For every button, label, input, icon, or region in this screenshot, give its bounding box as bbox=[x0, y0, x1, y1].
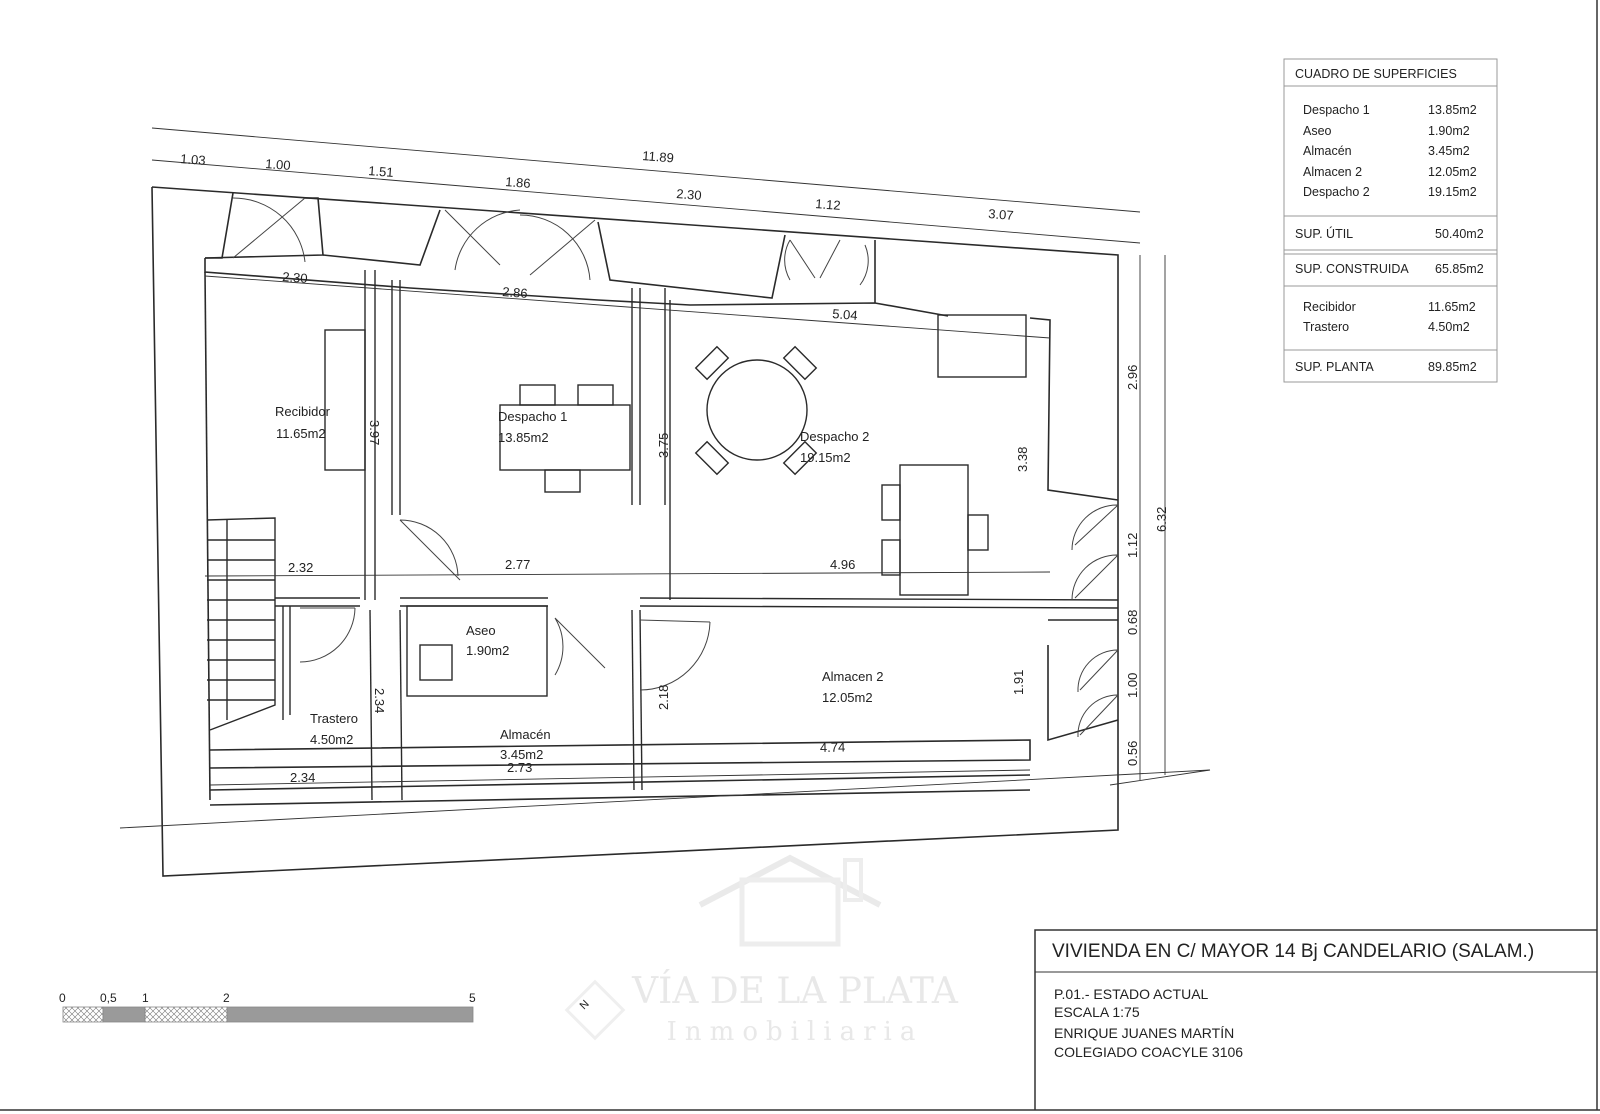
dim-right-1: 2.96 bbox=[1125, 365, 1140, 390]
surface-row-name: Trastero bbox=[1303, 320, 1349, 334]
dim-top-2: 1.00 bbox=[265, 156, 291, 173]
scale-label-5: 5 bbox=[469, 991, 476, 1005]
surface-table: CUADRO DE SUPERFICIES Despacho 1 13.85m2… bbox=[1283, 58, 1498, 383]
dim-total-top: 11.89 bbox=[642, 148, 675, 165]
room-despacho2-area: 19.15m2 bbox=[800, 450, 851, 465]
surface-row-value: 11.65m2 bbox=[1428, 300, 1476, 314]
room-despacho1-area: 13.85m2 bbox=[498, 430, 549, 445]
watermark-line1: VÍA DE LA PLATA bbox=[631, 970, 959, 1012]
scale-label-1: 1 bbox=[142, 991, 149, 1005]
dim-v-almacen: 2.18 bbox=[656, 685, 671, 710]
dim-mid-2: 2.77 bbox=[505, 557, 530, 572]
sup-construida-label: SUP. CONSTRUIDA bbox=[1295, 262, 1409, 276]
dimension-lines bbox=[119, 127, 1211, 829]
stair-steps bbox=[207, 520, 275, 720]
surface-table-title: CUADRO DE SUPERFICIES bbox=[1295, 67, 1457, 81]
dim-v-recibidor: 3.97 bbox=[367, 420, 382, 445]
surface-row-value: 1.90m2 bbox=[1428, 124, 1470, 138]
dim-inner-3: 5.04 bbox=[832, 306, 858, 323]
dim-top-5: 2.30 bbox=[676, 186, 702, 203]
door-swings bbox=[232, 197, 1119, 738]
dim-mid-3: 4.96 bbox=[830, 557, 855, 572]
dim-right-3: 0.68 bbox=[1125, 610, 1140, 635]
dim-top-6: 1.12 bbox=[815, 196, 841, 213]
surface-row-value: 13.85m2 bbox=[1428, 103, 1477, 117]
title-block-line3: ENRIQUE JUANES MARTÍN bbox=[1054, 1025, 1234, 1041]
dim-top-7: 3.07 bbox=[988, 206, 1014, 223]
sup-planta-value: 89.85m2 bbox=[1428, 360, 1477, 374]
room-almacen-name: Almacén bbox=[500, 727, 551, 742]
scale-label-2: 2 bbox=[223, 991, 230, 1005]
room-trastero-name: Trastero bbox=[310, 711, 358, 726]
scale-label-0-5: 0,5 bbox=[100, 991, 117, 1005]
dim-bottom-1: 2.34 bbox=[290, 770, 315, 785]
dim-top-3: 1.51 bbox=[368, 163, 394, 180]
room-despacho2-name: Despacho 2 bbox=[800, 429, 869, 444]
dim-top-4: 1.86 bbox=[505, 174, 531, 191]
interior-walls bbox=[206, 270, 1119, 801]
surface-row-value: 4.50m2 bbox=[1428, 320, 1470, 334]
dim-bottom-2: 2.73 bbox=[507, 760, 532, 775]
surface-row-name: Aseo bbox=[1303, 124, 1332, 138]
watermark-line2: Inmobiliaria bbox=[667, 1017, 924, 1047]
room-aseo-area: 1.90m2 bbox=[466, 643, 509, 658]
title-block-title: VIVIENDA EN C/ MAYOR 14 Bj CANDELARIO (S… bbox=[1052, 941, 1534, 962]
title-block: VIVIENDA EN C/ MAYOR 14 Bj CANDELARIO (S… bbox=[1034, 929, 1597, 1110]
room-despacho1-name: Despacho 1 bbox=[498, 409, 567, 424]
dimension-labels: 11.89 1.03 1.00 1.51 1.86 2.30 1.12 3.07… bbox=[180, 148, 1169, 785]
title-block-line1: P.01.- ESTADO ACTUAL bbox=[1054, 986, 1209, 1002]
dim-inner-2: 2.86 bbox=[502, 284, 528, 301]
dim-mid-1: 2.32 bbox=[288, 560, 313, 575]
surface-row-value: 19.15m2 bbox=[1428, 185, 1477, 199]
surface-row-value: 3.45m2 bbox=[1428, 144, 1470, 158]
room-labels: Recibidor 11.65m2 Despacho 1 13.85m2 Des… bbox=[275, 404, 883, 762]
north-arrow-icon: N bbox=[578, 998, 592, 1012]
dim-v-despacho1: 3.75 bbox=[656, 433, 671, 458]
surface-row-name: Almacén bbox=[1303, 144, 1352, 158]
surface-row-value: 12.05m2 bbox=[1428, 165, 1477, 179]
surface-row-name: Recibidor bbox=[1303, 300, 1356, 314]
sup-construida-value: 65.85m2 bbox=[1435, 262, 1484, 276]
room-almacen-area: 3.45m2 bbox=[500, 747, 543, 762]
scale-bar: 0 0,5 1 2 5 bbox=[59, 991, 476, 1023]
north-label: N bbox=[578, 998, 592, 1012]
sup-util-value: 50.40m2 bbox=[1435, 227, 1484, 241]
surface-row-name: Despacho 1 bbox=[1303, 103, 1370, 117]
scale-label-0: 0 bbox=[59, 991, 66, 1005]
title-block-line2: ESCALA 1:75 bbox=[1054, 1004, 1140, 1020]
sup-util-label: SUP. ÚTIL bbox=[1295, 226, 1353, 241]
dim-right-5: 0.56 bbox=[1125, 741, 1140, 766]
dim-right-total: 6.32 bbox=[1154, 507, 1169, 532]
room-trastero-area: 4.50m2 bbox=[310, 732, 353, 747]
room-almacen2-name: Almacen 2 bbox=[822, 669, 883, 684]
surface-row-name: Despacho 2 bbox=[1303, 185, 1370, 199]
dim-v-trastero: 2.34 bbox=[372, 688, 387, 713]
dim-top-1: 1.03 bbox=[180, 151, 206, 168]
title-block-line4: COLEGIADO COACYLE 3106 bbox=[1054, 1044, 1243, 1060]
dim-right-2: 1.12 bbox=[1125, 533, 1140, 558]
dim-inner-1: 2.30 bbox=[282, 269, 308, 286]
dim-right-4: 1.00 bbox=[1125, 673, 1140, 698]
watermark-logo: VÍA DE LA PLATA Inmobiliaria bbox=[564, 854, 959, 1047]
room-almacen2-area: 12.05m2 bbox=[822, 690, 873, 705]
room-recibidor-name: Recibidor bbox=[275, 404, 331, 419]
surface-row-name: Almacen 2 bbox=[1303, 165, 1362, 179]
dim-bottom-3: 4.74 bbox=[820, 740, 846, 755]
dim-v-despacho2: 3.38 bbox=[1015, 447, 1030, 472]
dim-v-almacen2: 1.91 bbox=[1011, 670, 1026, 695]
room-aseo-name: Aseo bbox=[466, 623, 496, 638]
sup-planta-label: SUP. PLANTA bbox=[1295, 360, 1374, 374]
exterior-walls bbox=[151, 186, 1119, 877]
room-recibidor-area: 11.65m2 bbox=[276, 426, 326, 441]
